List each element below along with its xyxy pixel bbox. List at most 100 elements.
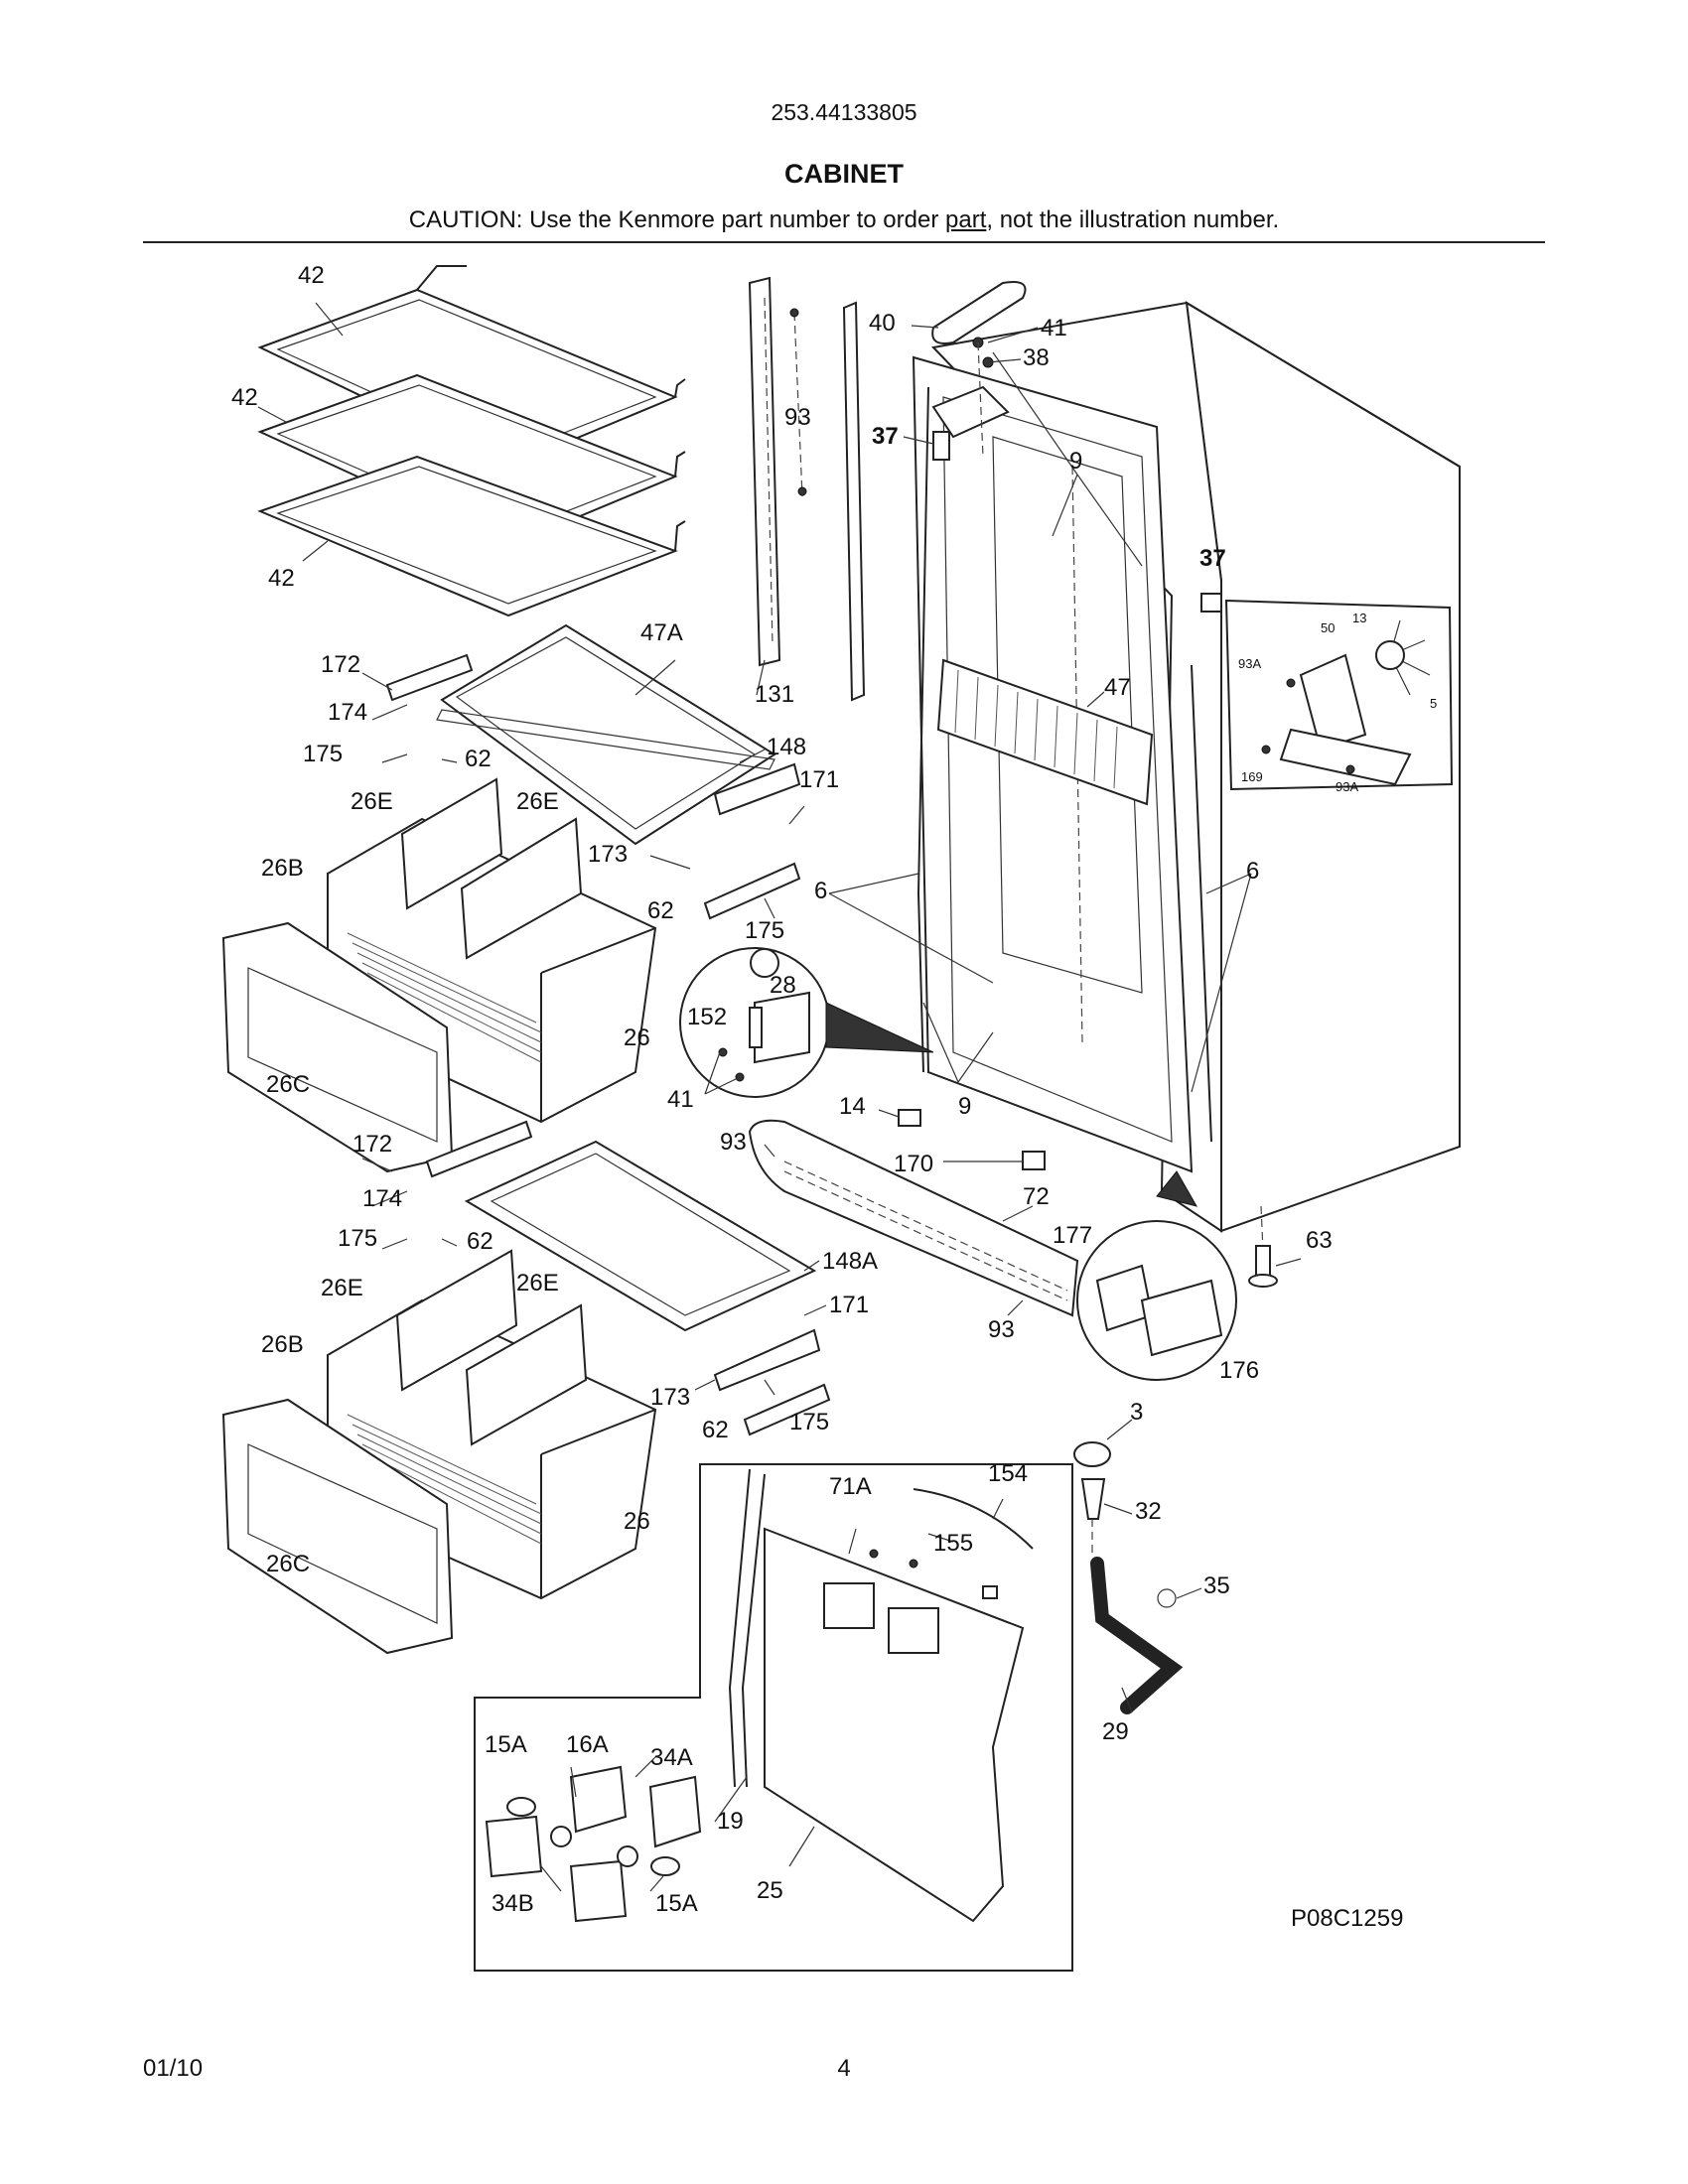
callout-41-bottom: 41	[667, 1086, 694, 1113]
callout-177: 177	[1053, 1222, 1092, 1249]
caution-prefix: CAUTION: Use the Kenmore part number to …	[408, 206, 945, 233]
callout-172-upper: 172	[321, 651, 360, 678]
callout-62-lower-right: 62	[702, 1417, 729, 1443]
callout-173-upper: 173	[588, 841, 628, 868]
callout-9-bottom: 9	[958, 1093, 971, 1120]
divider-26E-lower	[395, 1249, 588, 1446]
callout-16A: 16A	[566, 1731, 609, 1758]
callout-93-bottom: 93	[988, 1316, 1015, 1343]
callout-171-upper: 171	[799, 766, 839, 793]
door-gasket-6	[916, 386, 1212, 1143]
caution-part-word: part	[945, 206, 987, 233]
callout-175-lower-right: 175	[789, 1409, 829, 1435]
callout-174-upper: 174	[328, 699, 367, 726]
callout-26C-upper: 26C	[266, 1071, 310, 1098]
callout-6-right: 6	[1246, 858, 1259, 885]
callout-62-upper-right: 62	[647, 897, 674, 924]
switch-170	[1022, 1151, 1046, 1170]
callout-26B-upper: 26B	[261, 855, 304, 882]
callout-171-lower: 171	[829, 1292, 869, 1318]
screws-93-standard	[789, 308, 807, 497]
caution-suffix: , not the illustration number.	[986, 206, 1280, 233]
callout-25: 25	[757, 1877, 783, 1904]
callout-35: 35	[1203, 1572, 1230, 1599]
callout-170: 170	[894, 1151, 933, 1177]
callout-175-upper-left: 175	[303, 741, 343, 767]
callout-26E-upper-b: 26E	[516, 788, 559, 815]
page-title: CABINET	[784, 159, 904, 189]
callout-42-mid: 42	[231, 384, 258, 411]
callout-148: 148	[767, 734, 806, 760]
callout-63: 63	[1306, 1227, 1333, 1254]
callout-37-right: 37	[1199, 545, 1226, 572]
toe-grille-72	[748, 1119, 1079, 1317]
callout-37-left: 37	[872, 423, 899, 450]
callout-41-top: 41	[1041, 315, 1067, 341]
air-grille-47	[936, 658, 1154, 806]
callout-labels: 42 42 42 47A 172 174 175 62 148 171 173 …	[231, 262, 1437, 1917]
callout-6-left: 6	[814, 878, 827, 904]
callout-26B-lower: 26B	[261, 1331, 304, 1358]
drain-tube-32	[1080, 1478, 1106, 1554]
callout-72: 72	[1023, 1183, 1050, 1210]
callout-155: 155	[933, 1530, 973, 1557]
callout-38: 38	[1023, 344, 1050, 371]
drawer-slats-lower	[347, 1414, 542, 1545]
callout-152: 152	[687, 1004, 727, 1030]
drawer-front-lower	[221, 1398, 454, 1655]
drain-hose-29	[1090, 1557, 1184, 1714]
shelf-bottom	[257, 455, 686, 617]
callout-47A: 47A	[640, 619, 683, 646]
callout-26E-lower-a: 26E	[321, 1275, 363, 1301]
callout-3: 3	[1130, 1399, 1143, 1426]
callout-32: 32	[1135, 1498, 1162, 1525]
fan-motor-inset	[1224, 599, 1454, 791]
caution-note: CAUTION: Use the Kenmore part number to …	[0, 206, 1688, 234]
callout-172-lower: 172	[352, 1131, 392, 1158]
callout-28: 28	[770, 972, 796, 999]
callout-26E-upper-a: 26E	[351, 788, 393, 815]
callout-154: 154	[988, 1460, 1028, 1487]
callout-29: 29	[1102, 1718, 1129, 1745]
callout-176: 176	[1219, 1357, 1259, 1384]
callout-26E-lower-b: 26E	[516, 1270, 559, 1297]
callout-34A: 34A	[650, 1744, 693, 1771]
drawer-slats-upper	[347, 932, 542, 1063]
callout-93A-bottom: 93A	[1336, 779, 1358, 794]
callout-15A-top: 15A	[485, 1731, 527, 1758]
shelf-standard-131	[748, 276, 866, 702]
crisper-frame-148A	[464, 1140, 817, 1332]
callout-174-lower: 174	[362, 1185, 402, 1212]
callout-14: 14	[839, 1093, 866, 1120]
hinge-cover-37	[932, 431, 1222, 613]
callout-93-standard: 93	[784, 404, 811, 431]
callout-26-upper: 26	[624, 1024, 650, 1051]
callout-42-bottom: 42	[268, 565, 295, 592]
model-number: 253.44133805	[771, 99, 917, 125]
callout-5: 5	[1430, 696, 1437, 711]
callout-71A: 71A	[829, 1473, 872, 1500]
switch-14	[898, 1109, 921, 1127]
callout-93A-top: 93A	[1238, 656, 1261, 671]
callout-26-lower: 26	[624, 1508, 650, 1535]
callout-34B: 34B	[492, 1890, 534, 1917]
callout-50: 50	[1321, 620, 1335, 635]
callout-62-lower-left: 62	[467, 1228, 493, 1255]
illustration-code: P08C1259	[1291, 1905, 1403, 1932]
crisper-supports-lower	[425, 1120, 831, 1436]
callout-169: 169	[1241, 769, 1263, 784]
callout-175-upper-right: 175	[745, 917, 784, 944]
page-number: 4	[837, 2055, 851, 2082]
callout-173-lower: 173	[650, 1384, 690, 1411]
callout-175-lower-left: 175	[338, 1225, 377, 1252]
callout-leaders	[257, 302, 1302, 1892]
callout-62-upper-left: 62	[465, 746, 492, 772]
callout-131: 131	[755, 681, 794, 708]
relay-zoom	[1076, 1170, 1237, 1381]
callout-9-top: 9	[1069, 448, 1082, 475]
crisper-frame-148	[436, 709, 775, 770]
callout-13: 13	[1352, 611, 1366, 625]
callout-148A: 148A	[822, 1248, 878, 1275]
light-assembly	[485, 1765, 702, 1923]
